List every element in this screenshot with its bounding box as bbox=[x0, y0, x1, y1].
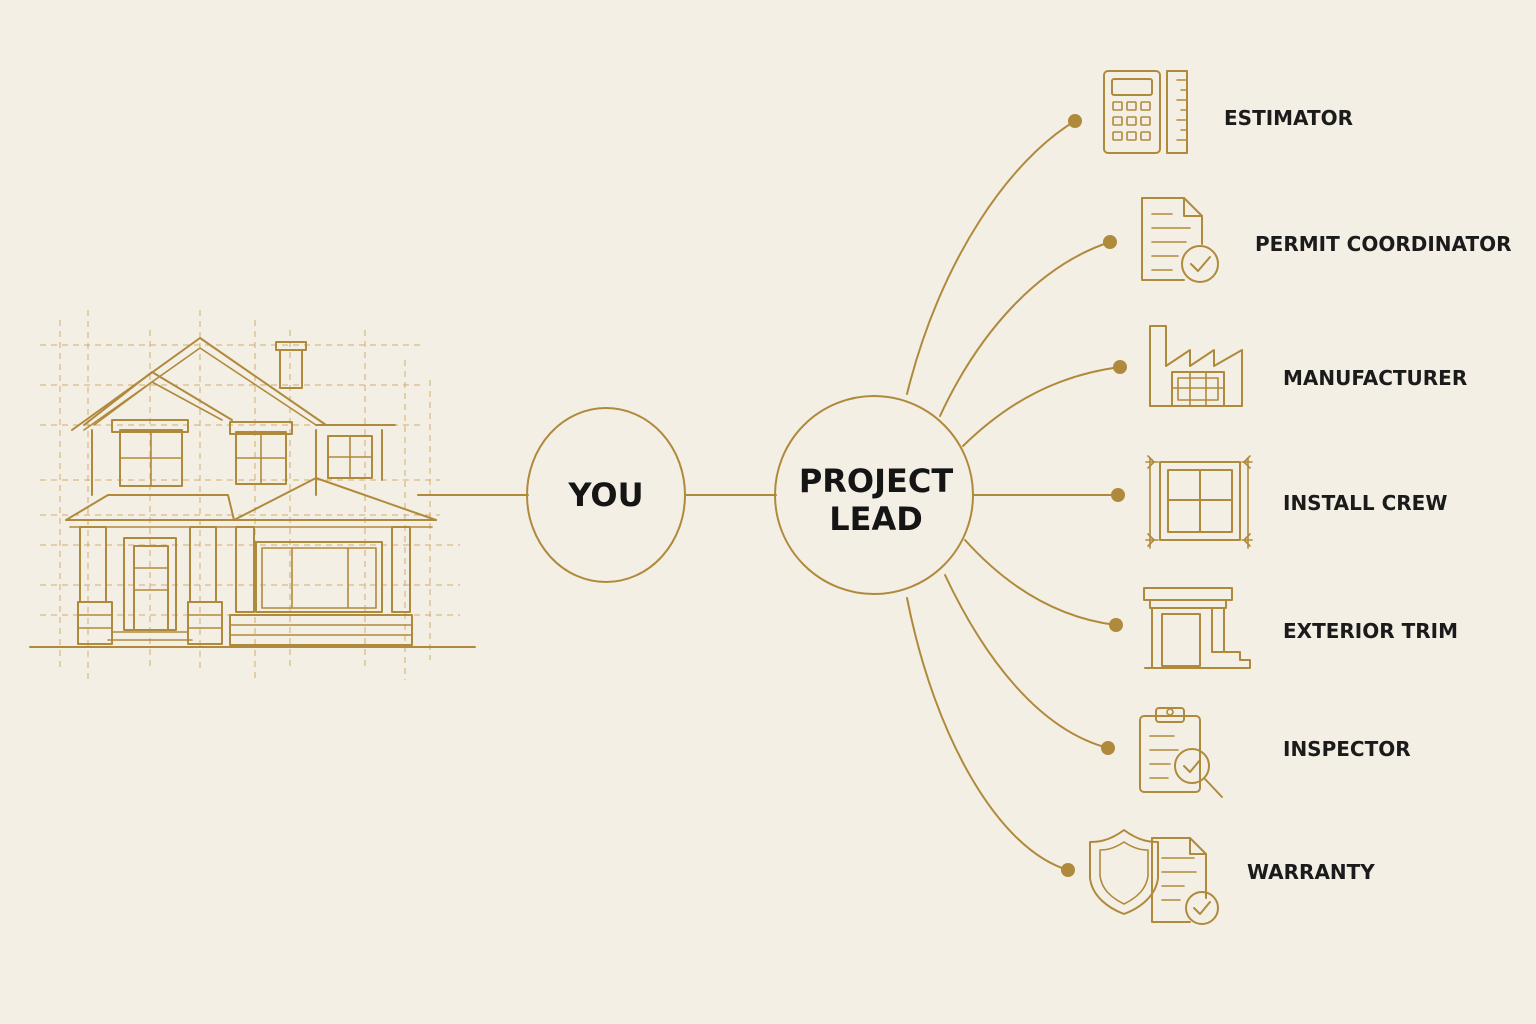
document-check-icon bbox=[1141, 197, 1219, 283]
connector-dot-inspector bbox=[1101, 741, 1115, 755]
shield-document-icon bbox=[1089, 829, 1219, 925]
calculator-ruler-icon bbox=[1103, 70, 1188, 154]
connector-dot-exterior-trim bbox=[1109, 618, 1123, 632]
project-lead-label-line1: PROJECT bbox=[799, 462, 954, 500]
role-label-estimator: ESTIMATOR bbox=[1224, 106, 1353, 130]
role-label-warranty: WARRANTY bbox=[1247, 860, 1375, 884]
clipboard-magnifier-icon bbox=[1139, 707, 1223, 798]
role-label-install-crew: INSTALL CREW bbox=[1283, 491, 1447, 515]
house-blueprint-illustration bbox=[29, 310, 476, 680]
connector-lines bbox=[417, 114, 1127, 877]
role-label-inspector: INSPECTOR bbox=[1283, 737, 1411, 761]
window-measure-icon bbox=[1145, 455, 1253, 549]
connector-dot-estimator bbox=[1068, 114, 1082, 128]
connector-permit-coordinator bbox=[939, 241, 1111, 417]
connector-dot-manufacturer bbox=[1113, 360, 1127, 374]
role-label-exterior-trim: EXTERIOR TRIM bbox=[1283, 619, 1458, 643]
connector-estimator bbox=[906, 120, 1076, 395]
you-node-label: YOU bbox=[567, 476, 643, 514]
role-label-manufacturer: MANUFACTURER bbox=[1283, 366, 1467, 390]
connector-exterior-trim bbox=[964, 539, 1117, 626]
factory-icon bbox=[1149, 325, 1243, 407]
connector-dot-install-crew bbox=[1111, 488, 1125, 502]
role-label-permit-coordinator: PERMIT COORDINATOR bbox=[1255, 232, 1512, 256]
trim-molding-icon bbox=[1143, 587, 1251, 669]
connector-warranty bbox=[906, 597, 1069, 871]
project-lead-label-line2: LEAD bbox=[829, 500, 923, 538]
connector-dot-warranty bbox=[1061, 863, 1075, 877]
you-node: YOU bbox=[526, 407, 686, 583]
connector-inspector bbox=[944, 574, 1109, 749]
connector-manufacturer bbox=[962, 366, 1121, 447]
project-lead-node: PROJECT LEAD bbox=[774, 395, 974, 595]
connector-dot-permit-coordinator bbox=[1103, 235, 1117, 249]
